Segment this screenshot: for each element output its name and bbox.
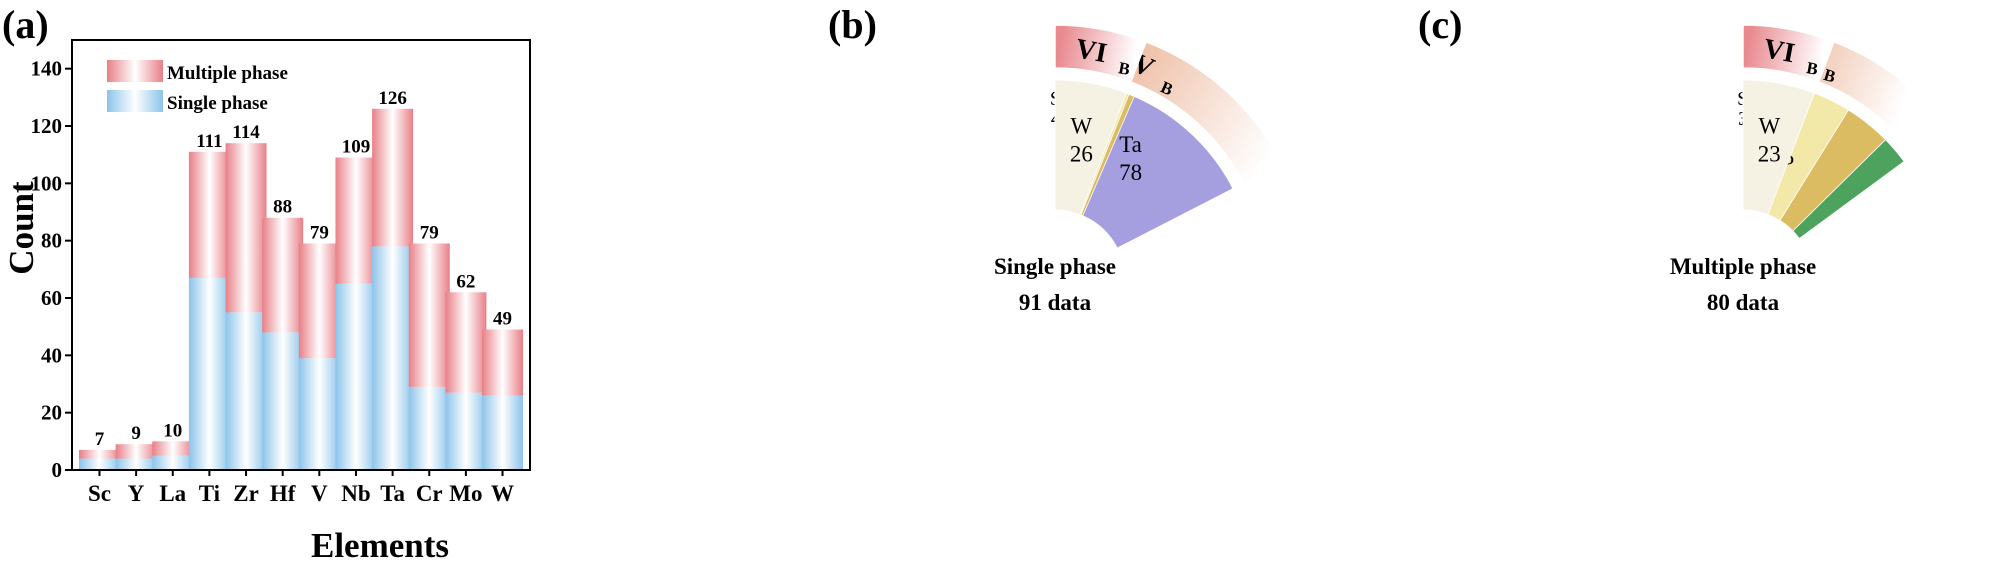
slice-label: W [1758,113,1780,138]
bar-total-label: 88 [273,197,292,218]
bar-single-Mo [445,392,487,470]
y-axis-title: Count [2,181,41,275]
x-tick-label: Y [128,481,145,506]
donut-chart-multiple-phase: Sc3Y5La5Ti44Zr59Hf40V40Nb44Ta48Cr50Mo35W… [1670,24,1921,315]
panel-label-a: (a) [2,2,49,47]
bar-single-Y [115,458,157,470]
bar-chart: Count Elements Multiple phase Single pha… [2,39,531,565]
bar-multiple-Zr [225,143,267,313]
bar-legend: Multiple phase Single phase [107,60,288,114]
y-tick-label: 20 [41,401,62,425]
legend-label-single: Single phase [167,93,268,114]
bar-multiple-Ta [372,108,414,247]
bar-total-label: 109 [342,137,371,158]
bar-multiple-Cr [408,243,450,387]
slice-W [1742,79,1815,216]
bar-single-Ta [372,246,414,470]
bar-total-label: 111 [196,131,222,152]
center-label-line2: 80 data [1707,290,1780,315]
x-tick-label: Mo [449,481,482,506]
x-tick-label: Zr [233,481,259,506]
slice-W [1054,79,1127,216]
bar-multiple-Nb [335,157,377,284]
x-tick-label: Ta [380,481,405,506]
y-tick-label: 140 [31,57,63,81]
legend-label-multiple: Multiple phase [167,63,288,84]
bar-total-label: 7 [95,429,105,450]
slice-value: 23 [1758,141,1781,166]
group-label-VI: VI B [1761,33,1820,79]
x-tick-label: W [491,481,514,506]
y-tick-label: 80 [41,229,62,253]
center-label-line1: Single phase [994,254,1116,279]
bar-single-Sc [78,458,120,470]
x-tick-label: Cr [416,481,443,506]
legend-swatch-single [107,90,163,112]
group-label-subscript: B [1117,58,1132,79]
bar-single-Ti [188,277,230,470]
x-tick-label: La [159,481,186,506]
x-axis-title: Elements [311,526,449,565]
slice-value: 26 [1070,141,1093,166]
bar-single-Cr [408,386,450,470]
y-tick-label: 0 [52,458,63,482]
group-arc-VI [1742,24,1835,83]
x-tick-label: Hf [270,481,296,506]
slice-label: Ta [1119,132,1142,157]
x-tick-label: V [311,481,328,506]
bar-multiple-V [298,243,340,359]
bar-multiple-La [152,441,194,456]
legend-swatch-multiple [107,60,163,82]
bar-multiple-W [482,329,524,396]
donut-chart-single-phase: Sc4Y4La5Ti67Zr55Hf48V39Nb65Ta78Cr29Mo27W… [994,24,1283,315]
plot-frame [71,39,531,471]
group-label-text: VI [1073,33,1109,69]
bar-multiple-Mo [445,292,487,393]
bar-single-Nb [335,283,377,470]
group-label-text: VI [1761,33,1797,69]
bar-single-Zr [225,312,267,470]
center-label-line1: Multiple phase [1670,254,1816,279]
center-label-line2: 91 data [1019,290,1092,315]
x-tick-label: Nb [341,481,370,506]
bar-multiple-Sc [78,449,120,459]
group-label-subscript: B [1821,65,1837,86]
bar-total-label: 79 [310,223,329,244]
y-tick-label: 100 [31,171,63,195]
bar-multiple-Y [115,444,157,459]
bar-total-label: 49 [493,309,512,330]
bar-single-Hf [262,332,304,470]
bar-total-label: 114 [232,122,260,143]
bar-total-label: 79 [420,223,439,244]
slice-value: 78 [1119,160,1142,185]
group-label-VI: VI B [1073,33,1132,79]
y-tick-label: 40 [41,343,62,367]
x-tick-label: Sc [88,481,111,506]
panel-label-b: (b) [828,2,877,47]
bar-multiple-Hf [262,217,304,333]
x-tick-label: Ti [199,481,221,506]
bar-multiple-Ti [188,151,230,278]
bar-total-label: 10 [163,420,182,441]
bar-single-W [482,395,524,470]
bar-single-V [298,358,340,470]
y-tick-label: 60 [41,286,62,310]
slice-label: W [1070,113,1092,138]
bar-total-label: 126 [378,88,407,109]
group-arc-VI [1054,24,1148,83]
bar-single-La [152,455,194,470]
y-tick-label: 120 [31,114,63,138]
group-label-subscript: B [1805,58,1820,79]
bar-total-label: 62 [456,271,475,292]
bar-total-label: 9 [131,423,141,444]
panel-label-c: (c) [1418,2,1462,47]
